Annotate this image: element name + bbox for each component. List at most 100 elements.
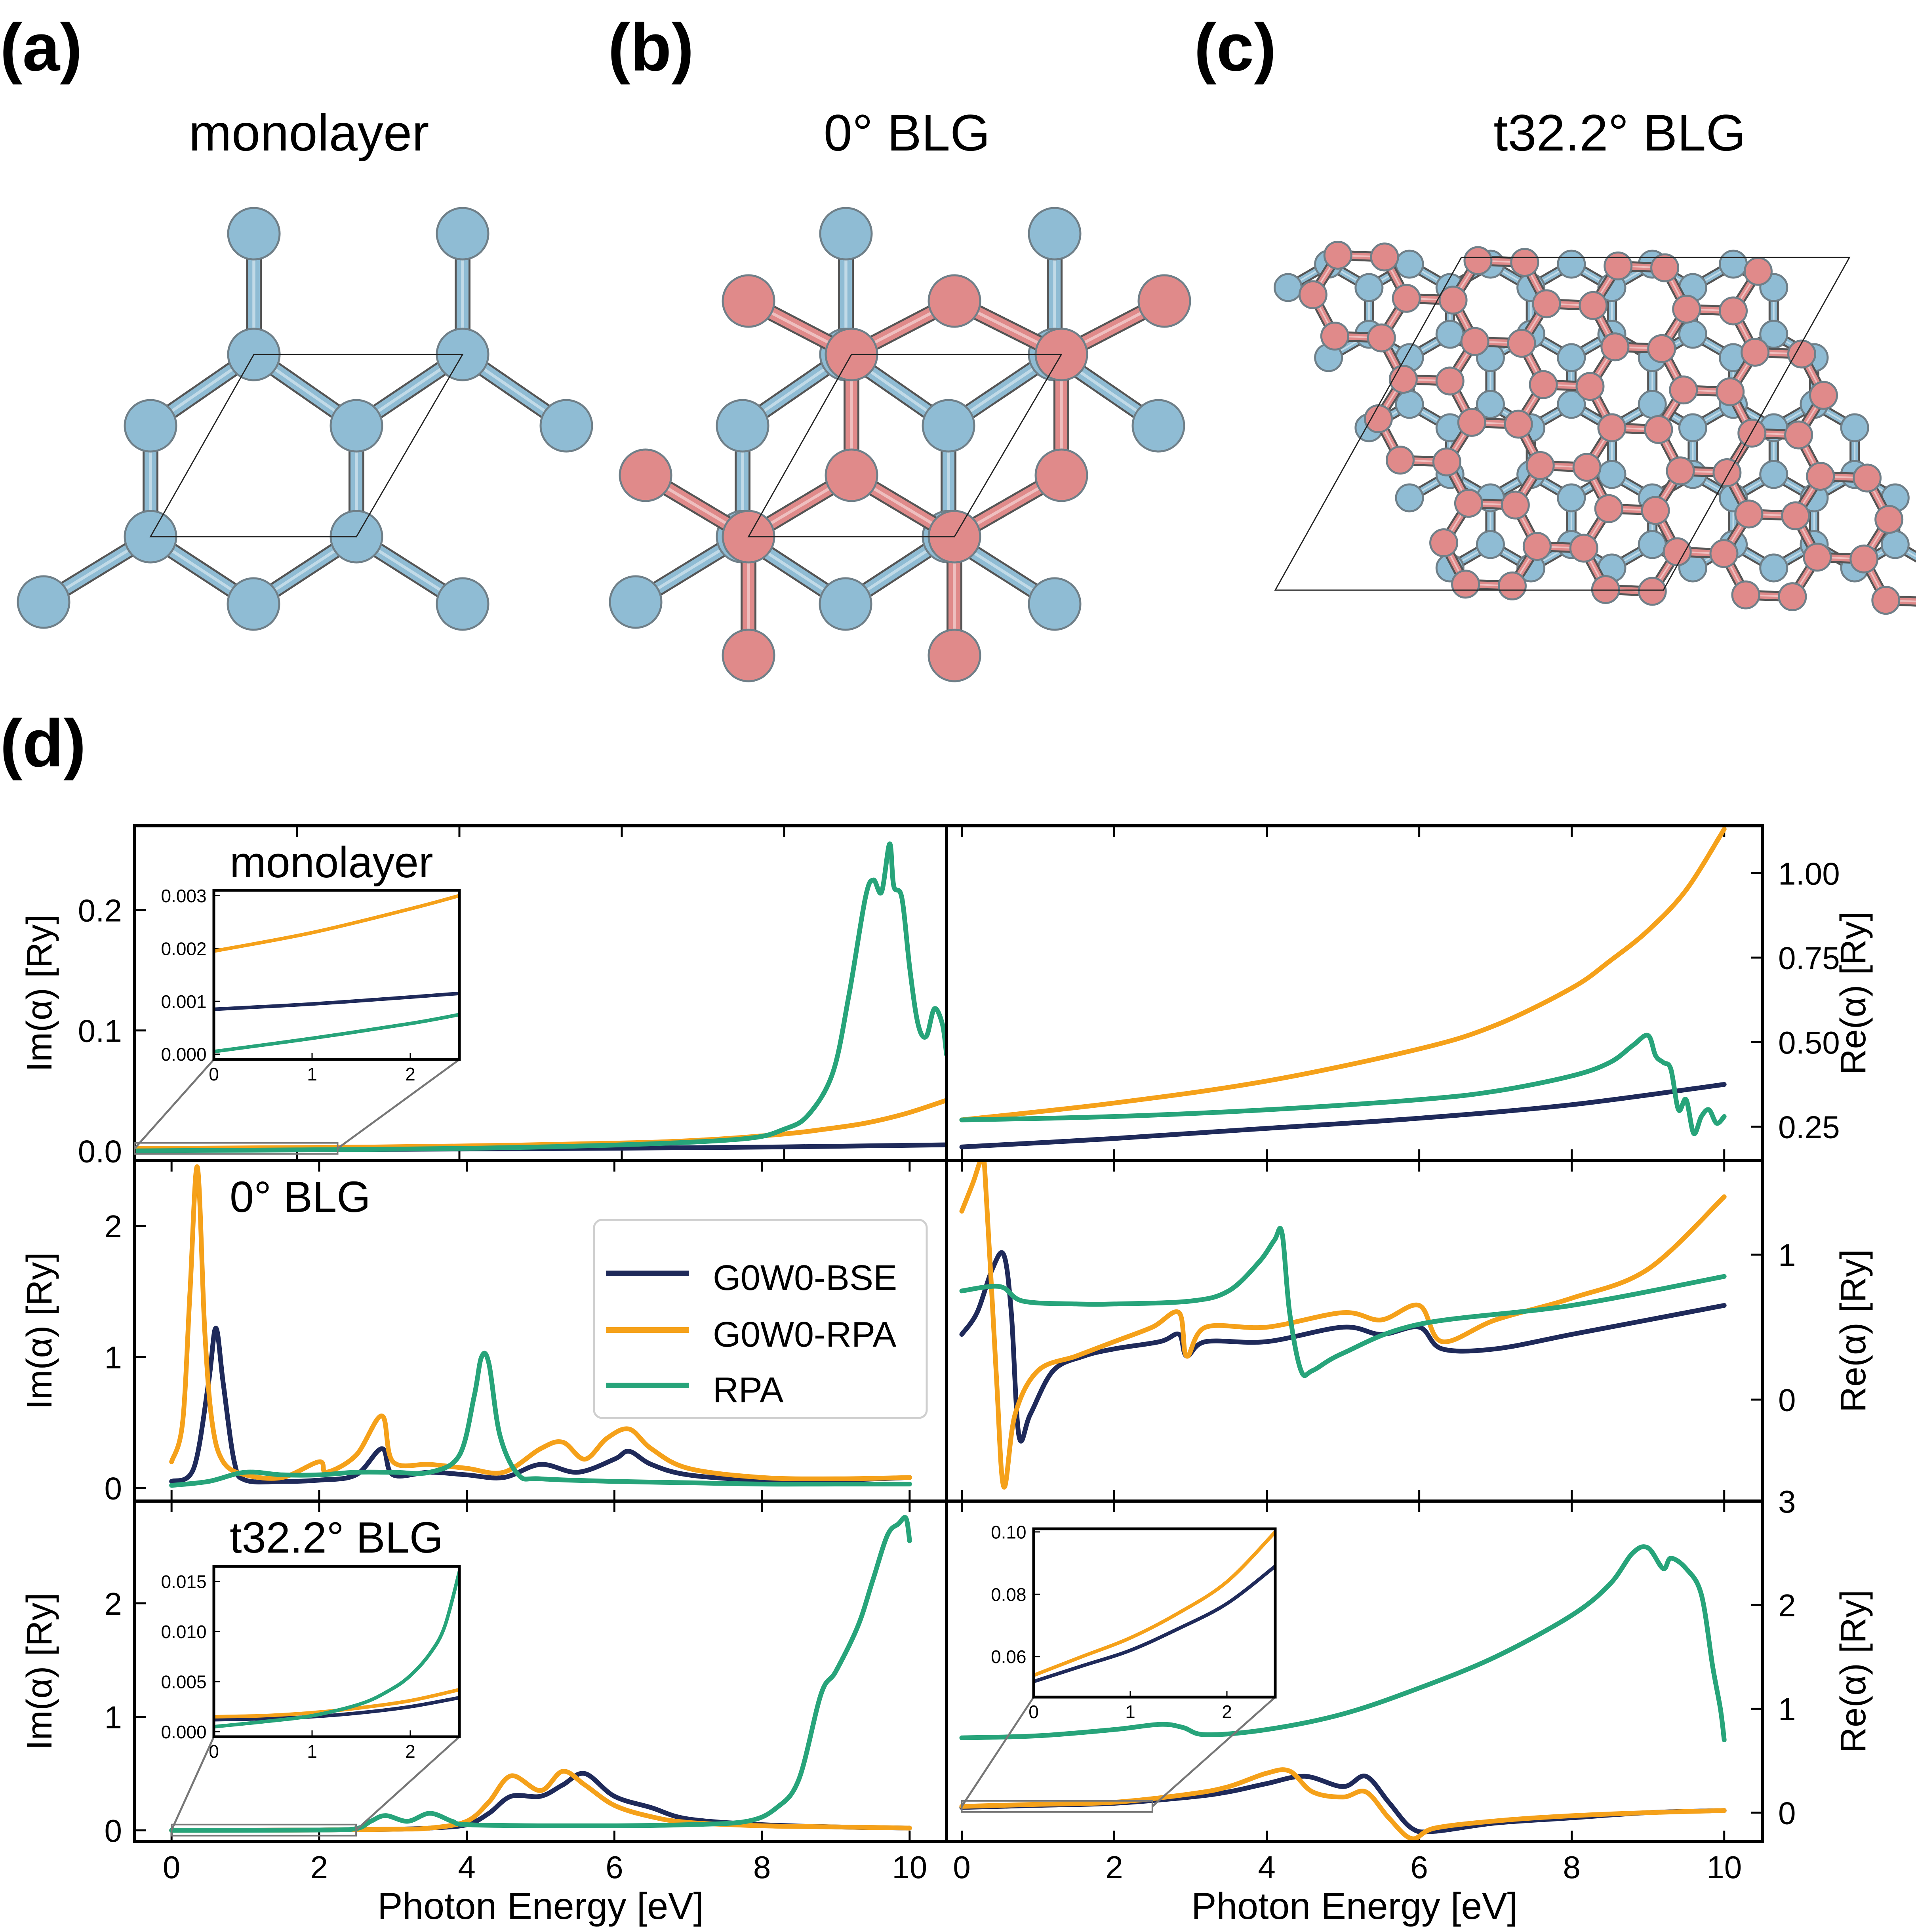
twisted-bottom-atom — [1759, 320, 1788, 349]
twisted-top-atom — [1507, 329, 1536, 358]
twisted-bottom-atom — [1557, 483, 1586, 513]
inset-background — [1034, 1529, 1275, 1697]
aa-bilayer-structure — [609, 207, 1191, 682]
twisted-top-atom — [1320, 322, 1349, 351]
monolayer-atom — [227, 207, 281, 261]
series-line-g0w0-rpa — [959, 1767, 1727, 1841]
y-tick-label: 0.25 — [1778, 1109, 1840, 1145]
twisted-top-atom — [1743, 257, 1773, 286]
series-line-g0w0-rpa — [1034, 1530, 1275, 1677]
y-tick-label: 0.015 — [161, 1572, 206, 1592]
twisted-top-atom — [1731, 580, 1760, 610]
series-group — [214, 1570, 459, 1729]
zoom-connector — [1152, 1696, 1276, 1807]
twisted-top-atom — [1370, 242, 1399, 272]
aa-top-atom — [1034, 448, 1088, 502]
monolayer-atom — [539, 399, 593, 453]
twisted-top-atom — [1741, 337, 1770, 367]
inset-background — [214, 1566, 459, 1737]
structure-title-t32: t32.2° BLG — [1493, 104, 1746, 162]
y-tick-label: 0.010 — [161, 1621, 206, 1642]
panel-label-a: (a) — [0, 10, 82, 85]
aa-bottom-atom — [819, 577, 872, 631]
y-tick-label: 0.06 — [991, 1646, 1027, 1667]
x-tick-label: 2 — [310, 1850, 328, 1885]
twisted-top-atom — [1778, 582, 1807, 612]
twisted-bottom-atom — [1476, 390, 1505, 419]
monolayer-atom — [17, 575, 70, 629]
aa-bottom-atom — [922, 399, 975, 453]
twisted-top-atom — [1438, 286, 1468, 315]
x-tick-label: 0 — [209, 1741, 219, 1762]
y-tick-label: 0.001 — [161, 991, 206, 1012]
monolayer-atom — [436, 577, 489, 631]
legend: G0W0-BSE G0W0-RPA RPA — [593, 1219, 928, 1419]
twisted-top-atom — [1647, 334, 1676, 363]
x-tick-label: 2 — [1222, 1701, 1232, 1722]
series-line-g0w0-bse — [959, 1250, 1727, 1444]
zoom-connector — [961, 1696, 1035, 1807]
twisted-top-atom — [1874, 505, 1904, 534]
twisted-bottom-atom — [1354, 273, 1384, 302]
y-tick-label: 0.50 — [1778, 1025, 1840, 1060]
y-tick-label: 0.75 — [1778, 941, 1840, 976]
y-tick-label: 0.10 — [991, 1522, 1027, 1542]
y-tick-label: 2 — [1778, 1588, 1796, 1623]
zoom-connector — [337, 1058, 460, 1149]
twisted-bottom-atom — [1476, 530, 1505, 559]
aa-bottom-atom — [609, 575, 663, 629]
axes-frame — [945, 1159, 1764, 1503]
twisted-top-atom — [1463, 246, 1493, 275]
y-tick-label: 1 — [1778, 1692, 1796, 1727]
twisted-top-atom — [1432, 447, 1461, 476]
series-line-g0w0-rpa — [959, 1160, 1727, 1490]
series-line-rpa — [959, 1226, 1727, 1378]
monolayer-atom — [227, 577, 280, 631]
twisted-top-atom — [1734, 499, 1764, 529]
aa-bottom-atom — [1028, 577, 1082, 631]
series-line-rpa — [959, 1544, 1727, 1742]
twisted-top-atom — [1709, 539, 1739, 568]
twisted-top-atom — [1526, 451, 1555, 480]
series-group — [135, 841, 947, 1153]
series-group — [959, 827, 1727, 1149]
twisted-top-atom — [1451, 570, 1480, 599]
x-tick-label: 6 — [606, 1850, 623, 1885]
twisted-top-atom — [1737, 419, 1767, 448]
y-tick-label: 0 — [105, 1813, 122, 1848]
twisted-top-atom — [1600, 332, 1630, 362]
twisted-top-atom — [1806, 461, 1835, 491]
twisted-bilayer-structure — [1273, 240, 1916, 615]
x-tick-label: 8 — [1563, 1850, 1581, 1885]
structure-title-monolayer: monolayer — [189, 104, 429, 162]
twisted-top-atom — [1579, 291, 1608, 320]
structure-diagrams — [17, 207, 1916, 682]
twisted-bottom-atom — [1759, 553, 1788, 583]
twisted-top-atom — [1510, 248, 1539, 277]
y-tick-label: 0.005 — [161, 1671, 206, 1692]
twisted-top-atom — [1575, 372, 1605, 401]
series-line-rpa — [959, 1033, 1727, 1136]
y-axis-label: Im(α) [Ry] — [20, 1252, 59, 1410]
twisted-top-atom — [1497, 571, 1527, 600]
monolayer-atom — [329, 399, 383, 453]
y-tick-label: 0.08 — [991, 1584, 1027, 1605]
y-axis-label: Re(α) [Ry] — [1834, 1249, 1873, 1412]
twisted-bottom-atom — [1557, 343, 1586, 372]
twisted-bottom-atom — [1719, 250, 1748, 279]
twisted-top-atom — [1853, 463, 1882, 493]
x-tick-label: 1 — [1125, 1701, 1135, 1722]
x-tick-label: 8 — [753, 1850, 771, 1885]
twisted-top-atom — [1429, 528, 1459, 557]
twisted-top-atom — [1597, 413, 1627, 442]
zoom-region — [171, 1823, 357, 1837]
y-tick-label: 0 — [1778, 1383, 1796, 1418]
y-tick-label: 0.1 — [78, 1014, 122, 1049]
x-tick-label: 0 — [209, 1064, 219, 1084]
twisted-top-atom — [1298, 280, 1327, 309]
